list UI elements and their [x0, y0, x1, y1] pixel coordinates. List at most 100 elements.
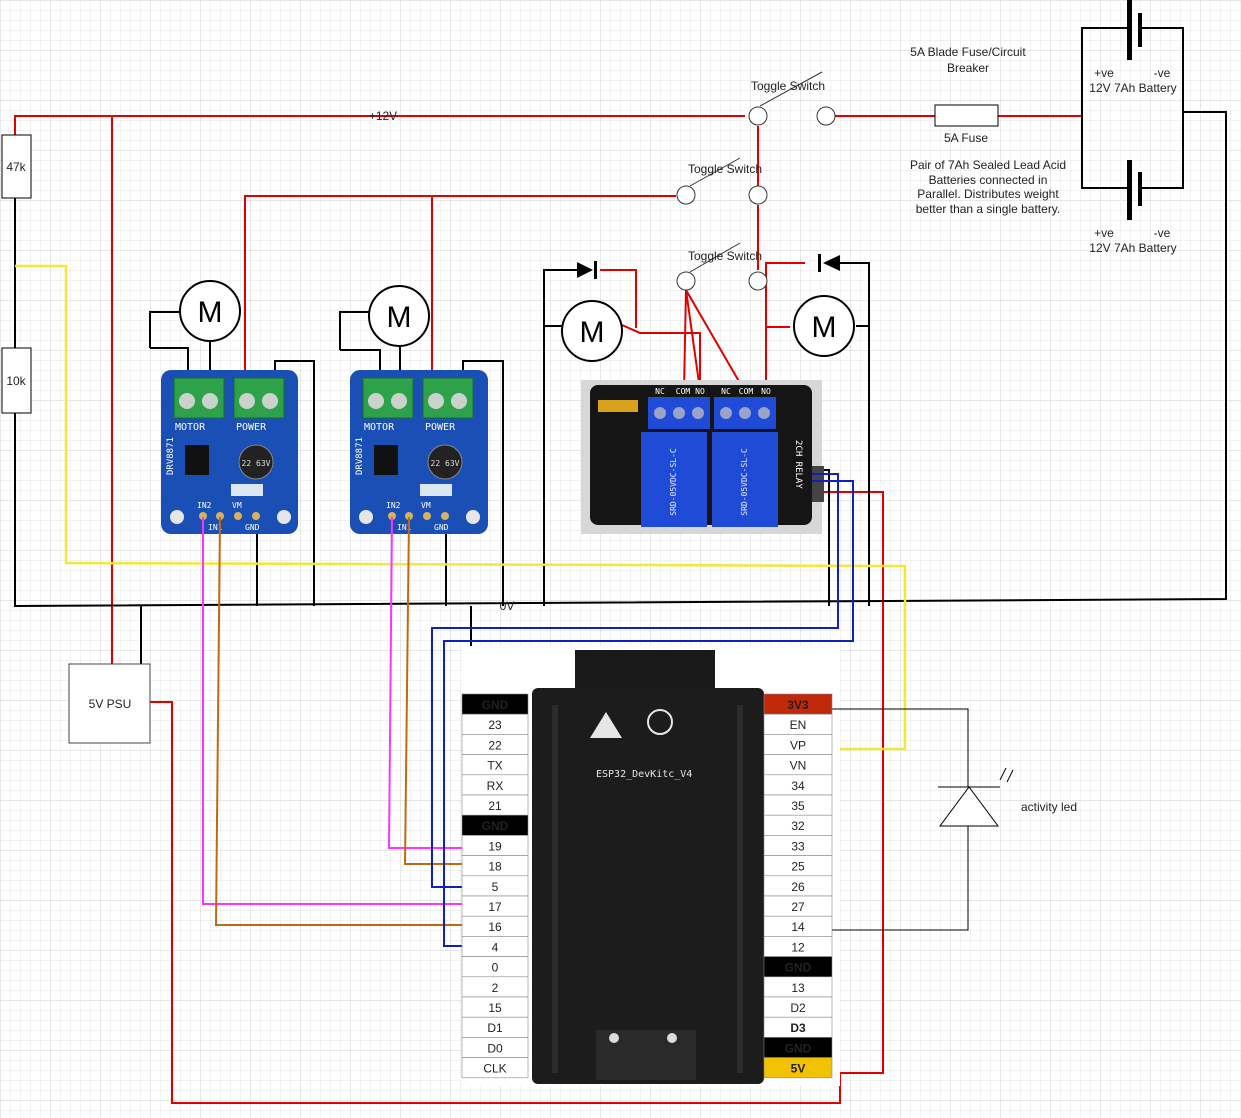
toggle-switch-2 — [676, 157, 768, 205]
toggle-switch-3-label: Toggle Switch — [688, 249, 762, 263]
pin-label: GND — [785, 961, 812, 975]
pin-label: RX — [487, 779, 504, 793]
fuse-label: 5A Fuse — [944, 131, 988, 145]
esp32-name: ESP32_DevKitc_V4 — [596, 769, 692, 780]
battery-2 — [1127, 160, 1142, 220]
pin-label: 17 — [488, 900, 502, 914]
drv1-vm: VM — [232, 501, 242, 510]
motor-3: M — [561, 300, 623, 362]
relay1-com: COM — [676, 387, 691, 396]
diode-left — [577, 261, 597, 279]
wire-in-drv1 — [202, 516, 470, 926]
motor-1-label: M — [198, 296, 223, 329]
drv1-power-label: POWER — [236, 422, 267, 433]
note-line-3: Parallel. Distributes weight — [917, 187, 1059, 201]
pin-label: 19 — [488, 839, 502, 853]
resistor-10k-label: 10k — [6, 374, 26, 388]
drv1-cap-label: 22 63V — [242, 459, 271, 468]
relay-2 — [712, 432, 778, 527]
pin-label: 3V3 — [787, 698, 809, 712]
esp32-right-header: 3V3ENVPVN343532332526271412GND13D2D3GND5… — [763, 693, 833, 1079]
pin-label: GND — [785, 1041, 812, 1055]
pin-label: 32 — [791, 819, 805, 833]
relay2-nc: NC — [721, 387, 731, 396]
drv2-power-label: POWER — [425, 422, 456, 433]
esp32-antenna — [575, 650, 715, 690]
battery1-neg: -ve — [1154, 66, 1171, 80]
toggle-switch-1 — [748, 71, 836, 126]
motor-2-label: M — [387, 301, 412, 334]
pin-label: VN — [790, 759, 807, 773]
pin-label: D1 — [487, 1021, 503, 1035]
drv1-motor-label: MOTOR — [175, 422, 206, 433]
drv1-in2: IN2 — [197, 501, 212, 510]
fuse-symbol — [934, 104, 999, 127]
rail-0v-label: 0V — [500, 599, 515, 613]
relay2-model: SRD-05VDC-SL-C — [740, 448, 749, 516]
relay-1 — [641, 432, 707, 527]
pin-label: 16 — [488, 920, 502, 934]
motor-4: M — [793, 295, 855, 357]
wire-12v — [14, 115, 1082, 1104]
pin-label: 33 — [791, 839, 805, 853]
drv2-motor-label: MOTOR — [364, 422, 395, 433]
motor-1: M — [179, 280, 241, 342]
drv1-gnd: GND — [245, 523, 260, 532]
toggle-switch-3 — [676, 242, 768, 291]
toggle-switch-2-label: Toggle Switch — [688, 162, 762, 176]
pin-label: 26 — [791, 880, 805, 894]
note-line-1: Pair of 7Ah Sealed Lead Acid — [910, 158, 1066, 172]
relay-board: NC COM NO NC COM NO SRD-05VDC-SL-C SRD-0… — [581, 380, 824, 534]
relay-title: 2CH RELAY — [793, 440, 803, 489]
pin-label: 12 — [791, 940, 805, 954]
drv8871-board-2: MOTOR POWER DRV8871 22 63V IN2 VM IN1 GN… — [350, 370, 488, 534]
relay2-no: NO — [761, 387, 771, 396]
battery-1 — [1127, 0, 1142, 60]
pin-label: 35 — [791, 799, 805, 813]
resistor-10k — [1, 347, 32, 414]
motor-4-label: M — [812, 311, 837, 344]
pin-cell — [461, 1057, 529, 1079]
pin-label: 25 — [791, 860, 805, 874]
drv1-chip — [185, 445, 209, 475]
pin-label: 27 — [791, 900, 805, 914]
pin-label: 23 — [488, 718, 502, 732]
battery2-neg: -ve — [1154, 226, 1171, 240]
pin-label: D0 — [487, 1041, 503, 1055]
relay1-no: NO — [695, 387, 705, 396]
fuse-title: 5A Blade Fuse/Circuit — [910, 45, 1026, 59]
pin-label: 5 — [492, 880, 499, 894]
battery2-pos: +ve — [1094, 226, 1114, 240]
motor-2: M — [368, 285, 430, 347]
pin-label: 34 — [791, 779, 805, 793]
drv2-chip — [374, 445, 398, 475]
pin-label: 5V — [791, 1062, 806, 1076]
rail-12v-label: +12V — [369, 109, 397, 123]
pin-label: 0 — [492, 961, 499, 975]
psu-box — [68, 663, 151, 744]
note-line-2: Batteries connected in — [929, 173, 1048, 187]
drv1-in1: IN1 — [208, 523, 223, 532]
wire-relay-signals — [431, 473, 854, 947]
drv2-vm: VM — [421, 501, 431, 510]
pin-label: TX — [487, 759, 502, 773]
relay1-nc: NC — [655, 387, 665, 396]
drv2-cap-label: 22 63V — [431, 459, 460, 468]
pin-label: EN — [790, 718, 807, 732]
resistor-47k-label: 47k — [6, 160, 26, 174]
relay1-model: SRD-05VDC-SL-C — [669, 448, 678, 516]
note-line-4: better than a single battery. — [916, 202, 1061, 216]
pin-label: GND — [482, 819, 509, 833]
battery1-label: 12V 7Ah Battery — [1089, 81, 1176, 95]
wire-vsense — [15, 264, 907, 751]
pin-label: CLK — [483, 1062, 506, 1076]
fuse-title-2: Breaker — [947, 61, 989, 75]
drv2-in1: IN1 — [397, 523, 412, 532]
pin-label: 2 — [492, 981, 499, 995]
pin-label: 21 — [488, 799, 502, 813]
relay2-com: COM — [739, 387, 754, 396]
pin-label: GND — [482, 698, 509, 712]
toggle-switch-1-label: Toggle Switch — [751, 79, 825, 93]
